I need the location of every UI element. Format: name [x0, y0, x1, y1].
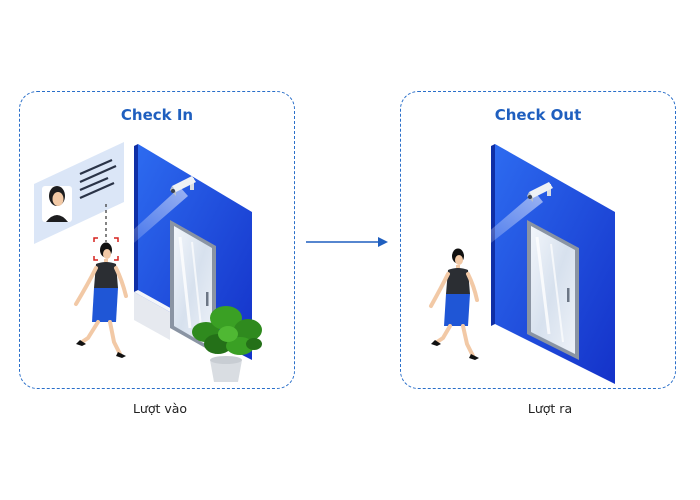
security-camera-icon [170, 176, 196, 196]
checkin-scene [34, 142, 262, 382]
potted-plant-icon [192, 306, 262, 382]
checkout-title: Check Out [494, 106, 582, 124]
checkout-caption: Lượt ra [527, 401, 573, 416]
floor-step-top [134, 290, 174, 312]
security-camera-icon [527, 182, 553, 202]
person-figure [74, 237, 128, 358]
person-figure [429, 248, 479, 360]
checkin-title: Check In [120, 106, 194, 124]
floor-step [134, 292, 170, 340]
camera-beam [459, 192, 543, 268]
camera-beam [112, 187, 188, 262]
checkin-caption: Lượt vào [132, 401, 188, 416]
id-card [34, 142, 124, 244]
flow-arrow-icon [306, 237, 388, 247]
checkout-scene [429, 144, 615, 384]
face-profile-icon [42, 186, 72, 222]
checkout-panel: Check Out [400, 91, 676, 389]
wall-edge [134, 144, 138, 304]
glass-door-icon [527, 220, 579, 360]
glass-door-icon [170, 220, 216, 354]
checkin-panel: Check In [19, 91, 295, 389]
